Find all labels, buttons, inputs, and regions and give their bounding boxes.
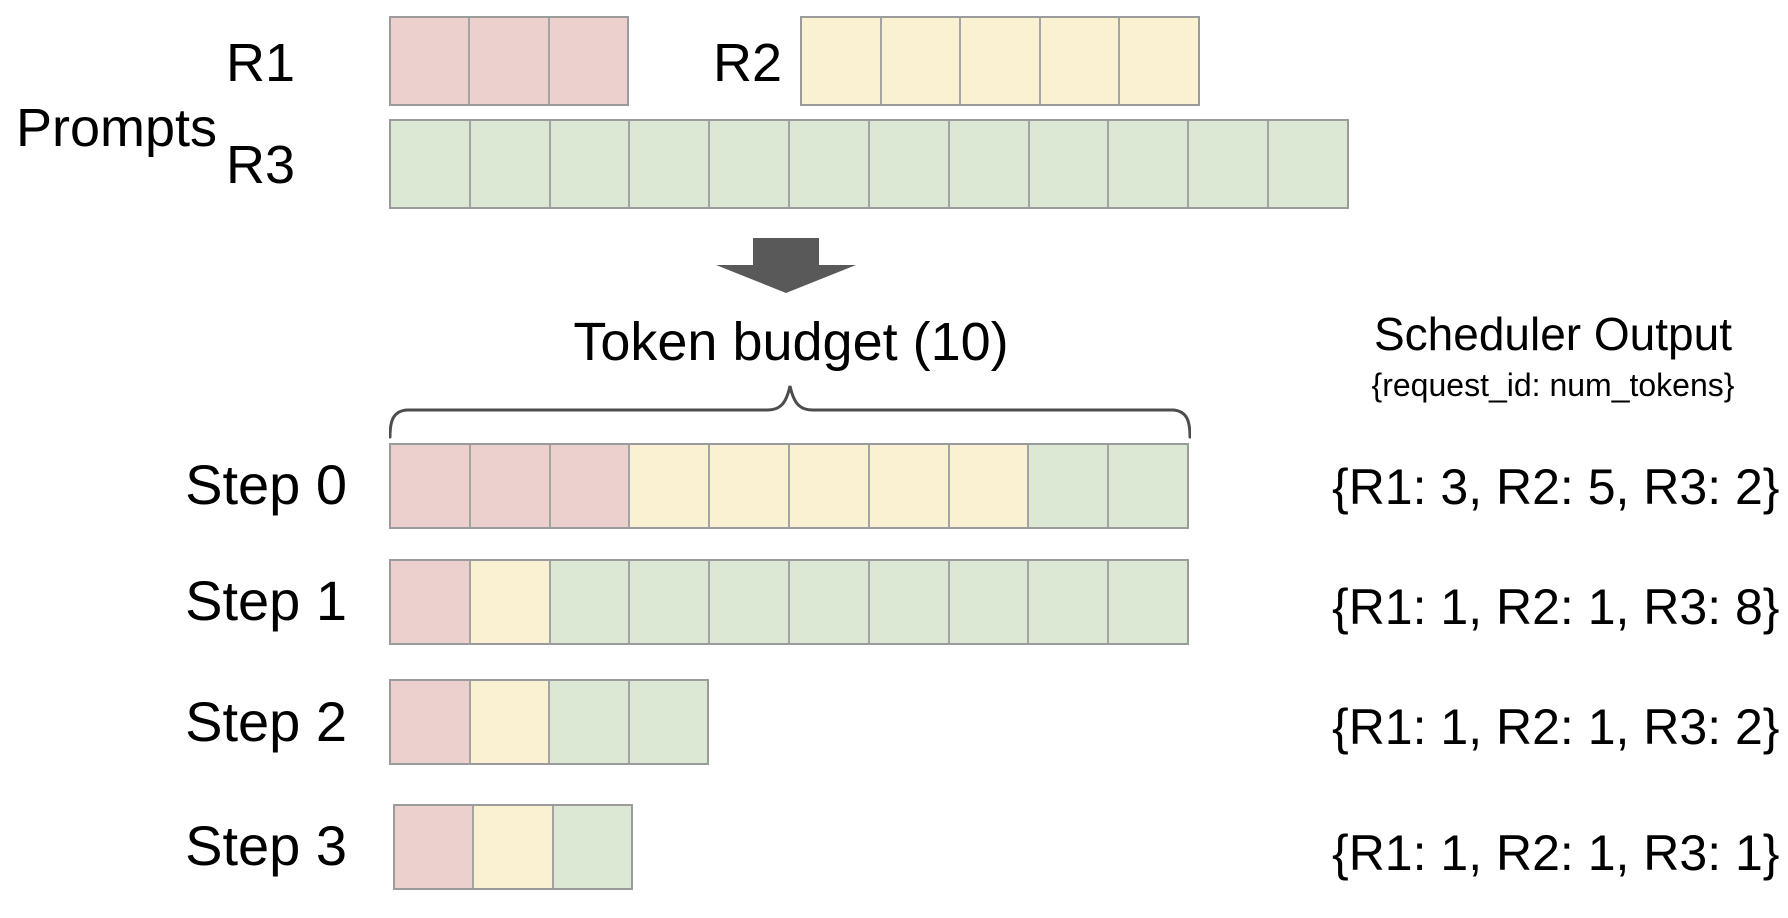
token-cell-r1 <box>395 806 475 888</box>
token-cell-r3 <box>710 561 790 643</box>
token-cell-r3 <box>710 121 791 207</box>
token-cell-r3 <box>869 561 950 643</box>
token-cell-r1 <box>549 18 627 104</box>
scheduler-output-subtitle: {request_id: num_tokens} <box>1371 367 1735 403</box>
token-cell-r3 <box>869 121 950 207</box>
token-cell-r2 <box>1040 18 1121 104</box>
token-cell-r2 <box>1120 18 1198 104</box>
token-cell-r3 <box>949 561 1030 643</box>
token-cell-r2 <box>869 445 950 527</box>
token-cell-r3 <box>1109 445 1187 527</box>
token-cell-r3 <box>629 681 707 763</box>
request-r1-label: R1 <box>225 33 295 93</box>
token-cell-r3 <box>1109 561 1187 643</box>
step-2-row <box>389 679 709 765</box>
token-cell-r3 <box>1029 121 1110 207</box>
token-cell-r3 <box>550 561 631 643</box>
request-r3-label: R3 <box>225 135 295 195</box>
step-0-row <box>389 443 1189 529</box>
token-cell-r1 <box>391 18 471 104</box>
step-1-label: Step 1 <box>185 569 347 632</box>
step-1-row <box>389 559 1189 645</box>
token-cell-r1 <box>391 681 471 763</box>
token-cell-r2 <box>710 445 790 527</box>
token-cell-r1 <box>391 561 471 643</box>
token-cell-r2 <box>470 561 551 643</box>
token-cell-r3 <box>391 121 471 207</box>
token-cell-r3 <box>1189 121 1270 207</box>
token-cell-r1 <box>391 445 471 527</box>
token-cell-r3 <box>789 561 870 643</box>
token-cell-r2 <box>881 18 962 104</box>
prompt-row-r1 <box>389 16 629 106</box>
token-cell-r3 <box>1109 121 1190 207</box>
token-cell-r3 <box>790 121 870 207</box>
step-3-row <box>393 804 633 890</box>
token-budget-title: Token budget (10) <box>573 312 1009 372</box>
token-cell-r3 <box>630 121 711 207</box>
token-cell-r1 <box>470 445 551 527</box>
scheduler-output-step-3: {R1: 1, R2: 1, R3: 1} <box>1332 825 1780 881</box>
token-cell-r2 <box>961 18 1041 104</box>
prompt-row-r3 <box>389 119 1349 209</box>
token-cell-r3 <box>630 561 711 643</box>
token-cell-r3 <box>550 121 631 207</box>
token-cell-r3 <box>550 681 630 763</box>
token-cell-r2 <box>949 445 1030 527</box>
token-cell-r1 <box>470 18 550 104</box>
down-arrow-icon <box>716 238 856 293</box>
token-cell-r2 <box>789 445 870 527</box>
step-3-label: Step 3 <box>185 814 347 877</box>
token-cell-r2 <box>630 445 711 527</box>
token-cell-r2 <box>802 18 882 104</box>
scheduler-output-step-2: {R1: 1, R2: 1, R3: 2} <box>1332 699 1780 755</box>
token-cell-r3 <box>949 121 1030 207</box>
token-budget-brace-icon <box>388 383 1192 439</box>
scheduler-output-step-1: {R1: 1, R2: 1, R3: 8} <box>1332 579 1780 635</box>
step-0-label: Step 0 <box>185 453 347 516</box>
token-cell-r3 <box>1269 121 1347 207</box>
token-cell-r3 <box>1029 561 1110 643</box>
scheduler-output-title: Scheduler Output <box>1373 308 1732 360</box>
token-cell-r2 <box>470 681 550 763</box>
token-cell-r3 <box>470 121 551 207</box>
token-cell-r3 <box>553 806 631 888</box>
token-cell-r2 <box>474 806 554 888</box>
scheduler-output-step-0: {R1: 3, R2: 5, R3: 2} <box>1332 459 1780 515</box>
prompts-section-label: Prompts <box>16 98 218 158</box>
token-cell-r1 <box>550 445 631 527</box>
prompt-row-r2 <box>800 16 1200 106</box>
request-r2-label: R2 <box>713 33 783 93</box>
step-2-label: Step 2 <box>185 690 347 753</box>
token-cell-r3 <box>1029 445 1110 527</box>
